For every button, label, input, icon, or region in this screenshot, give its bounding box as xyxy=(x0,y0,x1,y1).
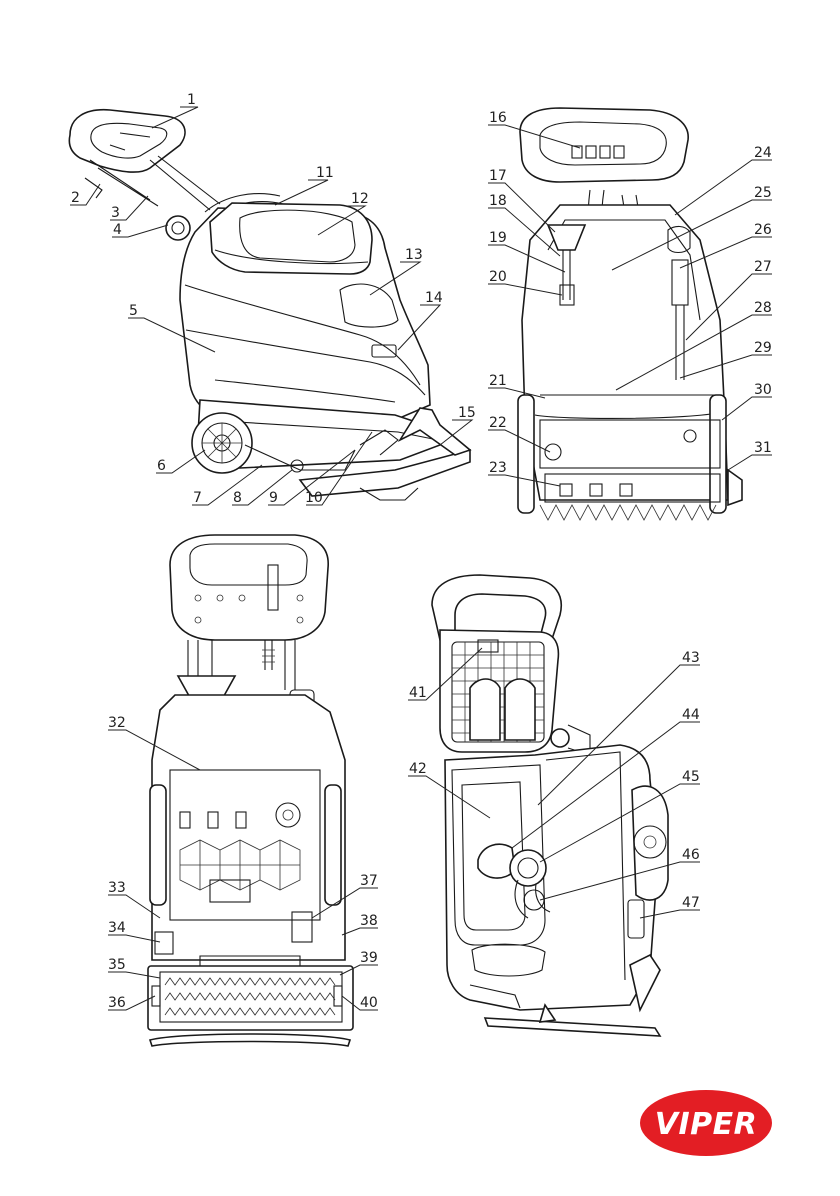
callout-14: 14 xyxy=(425,290,443,306)
callout-34: 34 xyxy=(108,920,126,936)
callout-17: 17 xyxy=(489,168,507,184)
callout-41: 41 xyxy=(409,685,427,701)
callout-46: 46 xyxy=(682,847,700,863)
callout-32: 32 xyxy=(108,715,126,731)
callout-40: 40 xyxy=(360,995,378,1011)
callout-30: 30 xyxy=(754,382,772,398)
callout-24: 24 xyxy=(754,145,772,161)
callout-2: 2 xyxy=(71,190,80,206)
callout-25: 25 xyxy=(754,185,772,201)
callout-10: 10 xyxy=(305,490,323,506)
callout-47: 47 xyxy=(682,895,700,911)
callout-5: 5 xyxy=(129,303,138,319)
callout-8: 8 xyxy=(233,490,242,506)
callout-6: 6 xyxy=(157,458,166,474)
callout-11: 11 xyxy=(316,165,334,181)
callout-26: 26 xyxy=(754,222,772,238)
callout-1: 1 xyxy=(187,92,196,108)
callout-7: 7 xyxy=(193,490,202,506)
callout-22: 22 xyxy=(489,415,507,431)
logo-text: VIPER xyxy=(655,1107,757,1142)
view-underside xyxy=(108,535,378,1046)
callout-36: 36 xyxy=(108,995,126,1011)
callout-44: 44 xyxy=(682,707,700,723)
callout-28: 28 xyxy=(754,300,772,316)
callout-16: 16 xyxy=(489,110,507,126)
callout-39: 39 xyxy=(360,950,378,966)
callout-35: 35 xyxy=(108,957,126,973)
callout-23: 23 xyxy=(489,460,507,476)
callout-37: 37 xyxy=(360,873,378,889)
callout-15: 15 xyxy=(458,405,476,421)
callout-29: 29 xyxy=(754,340,772,356)
callout-42: 42 xyxy=(409,761,427,777)
callout-13: 13 xyxy=(405,247,423,263)
callout-18: 18 xyxy=(489,193,507,209)
callout-21: 21 xyxy=(489,373,507,389)
callout-4: 4 xyxy=(113,222,122,238)
callout-20: 20 xyxy=(489,269,507,285)
callout-27: 27 xyxy=(754,259,772,275)
callout-19: 19 xyxy=(489,230,507,246)
view-open-tank xyxy=(408,575,700,1036)
callout-45: 45 xyxy=(682,769,700,785)
viper-logo: VIPER xyxy=(638,1088,774,1158)
callout-9: 9 xyxy=(269,490,278,506)
view-rear xyxy=(488,108,772,520)
callout-31: 31 xyxy=(754,440,772,456)
callout-12: 12 xyxy=(351,191,369,207)
callout-33: 33 xyxy=(108,880,126,896)
callout-38: 38 xyxy=(360,913,378,929)
callout-3: 3 xyxy=(111,205,120,221)
callout-43: 43 xyxy=(682,650,700,666)
